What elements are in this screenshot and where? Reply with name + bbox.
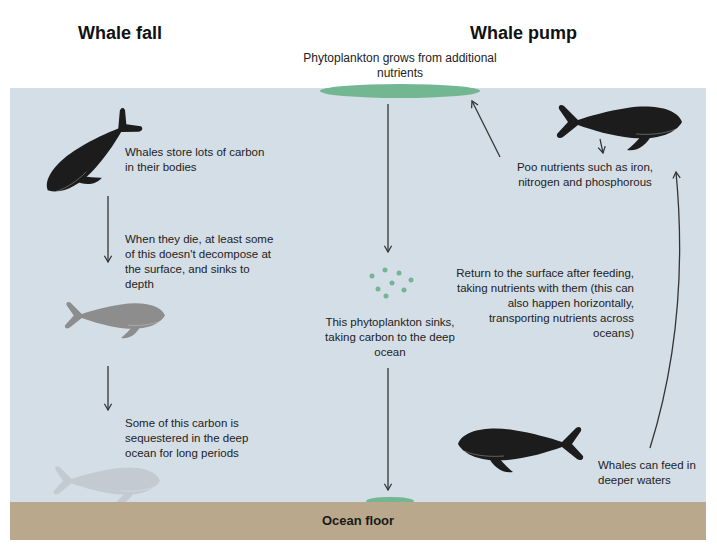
return-arrow	[650, 172, 680, 448]
whale-illustration	[458, 427, 583, 472]
dead-whale-illustration	[65, 302, 165, 338]
phytoplankton-ellipse	[320, 84, 480, 98]
annotation: Return to the surface after feeding, tak…	[454, 266, 634, 341]
annotation: This phytoplankton sinks, taking carbon …	[320, 315, 460, 360]
poo-arrow	[600, 139, 603, 153]
ocean-water	[10, 88, 706, 502]
section-heading: Whale fall	[78, 22, 162, 44]
plankton-dot	[383, 268, 388, 273]
ocean-floor-band: Ocean floor	[10, 502, 706, 540]
plankton-dot	[370, 274, 375, 279]
plankton-dot	[390, 281, 395, 286]
annotation: Poo nutrients such as iron, nitrogen and…	[500, 160, 670, 190]
phytoplankton-bloom: Phytoplankton grows from additional nutr…	[290, 51, 510, 99]
annotation: When they die, at least some of this doe…	[125, 232, 275, 292]
node-label: Phytoplankton grows from additional nutr…	[290, 51, 510, 83]
plankton-dot	[384, 294, 389, 299]
annotation: Some of this carbon is sequestered in th…	[125, 416, 265, 461]
flow-arrow	[472, 101, 500, 157]
plankton-dot	[397, 271, 402, 276]
plankton-dot	[402, 288, 407, 293]
whale-illustration	[557, 105, 682, 150]
flow-arrow	[387, 368, 388, 490]
flow-arrow	[387, 104, 388, 252]
band-label: Ocean floor	[322, 513, 394, 529]
plankton-dot	[409, 278, 414, 283]
annotation: Whales can feed in deeper waters	[598, 458, 710, 488]
flow-arrow	[107, 196, 108, 262]
bloom-shape	[290, 83, 510, 99]
plankton-dot	[376, 287, 381, 292]
faded-whale-illustration	[54, 466, 160, 505]
flow-arrow	[107, 366, 108, 410]
annotation: Whales store lots of carbon in their bod…	[125, 145, 275, 175]
section-heading: Whale pump	[470, 22, 577, 44]
sinking-phytoplankton	[370, 268, 414, 299]
